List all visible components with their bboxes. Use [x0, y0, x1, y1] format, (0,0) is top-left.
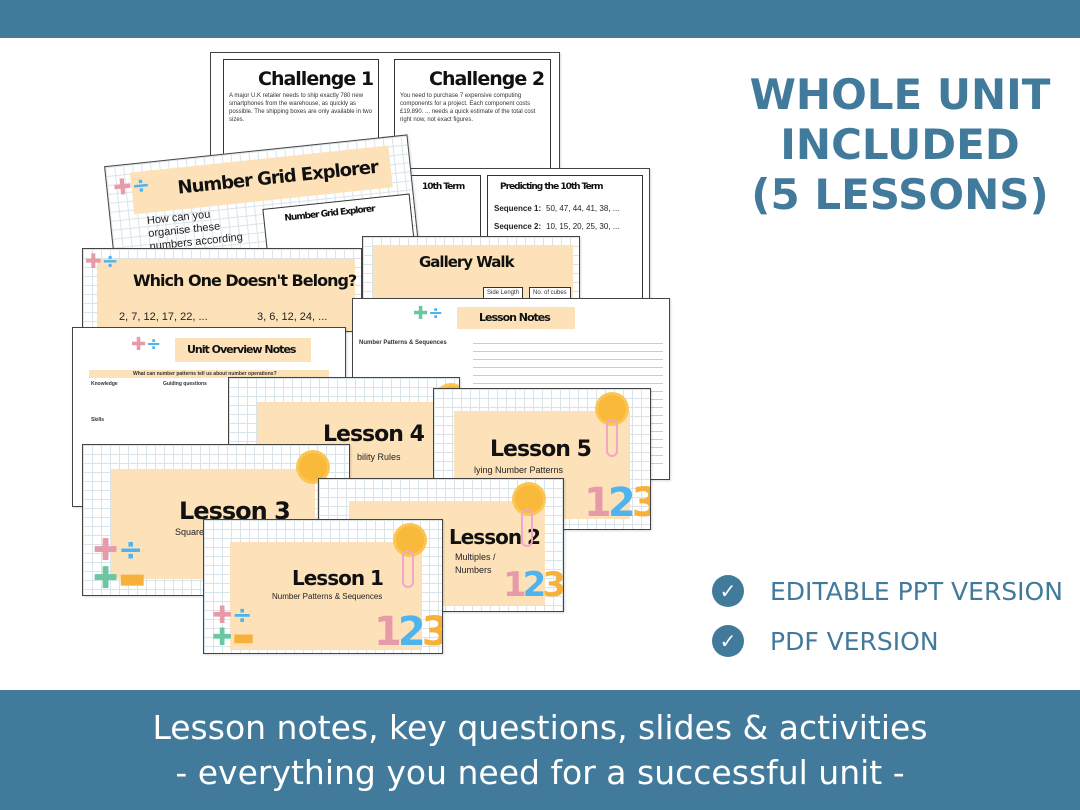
gallery-walk-title: Gallery Walk [419, 253, 515, 271]
digit-3: 3 [632, 480, 650, 526]
predicting-title: Predicting the 10th Term [500, 182, 604, 192]
top-bar [0, 0, 1080, 38]
feature-editable-ppt: ✓ EDITABLE PPT VERSION [712, 575, 1063, 607]
seq1-values: 50, 47, 44, 41, 38, ... [546, 204, 620, 213]
challenge-1-text: A major U.K retailer needs to ship exact… [229, 93, 372, 123]
lesson-4-subtitle: bility Rules [357, 452, 401, 462]
check-circle-icon: ✓ [712, 625, 744, 657]
lesson-3-subtitle: Square & [175, 527, 213, 537]
lesson-1-subtitle: Number Patterns & Sequences [272, 592, 383, 601]
lesson-5-subtitle: lying Number Patterns [474, 465, 564, 475]
predicting-left-title: 10th Term [422, 182, 465, 192]
unit-overview-guiding: Guiding questions [163, 381, 207, 387]
headline: WHOLE UNIT INCLUDED (5 LESSONS) [740, 70, 1060, 220]
unit-overview-question: What can number patterns tell us about n… [133, 371, 277, 377]
banner-line-2: - everything you need for a successful u… [175, 753, 905, 792]
banner-line-1: Lesson notes, key questions, slides & ac… [152, 708, 928, 747]
gallery-walk-slide: Gallery Walk Side Length No. of cubes [362, 236, 580, 300]
lesson-notes-title: Lesson Notes [479, 311, 551, 324]
challenge-1-title: Challenge 1 [258, 68, 374, 90]
headline-line-3: (5 LESSONS) [751, 170, 1049, 219]
unit-overview-skills: Skills [91, 417, 105, 423]
seq2-label: Sequence 2: [494, 222, 542, 231]
lesson-1-slide: Lesson 1 Number Patterns & Sequences 123… [203, 519, 443, 654]
digit-1: 1 [584, 480, 612, 526]
seq1-label: Sequence 1: [494, 204, 542, 213]
bottom-banner: Lesson notes, key questions, slides & ac… [0, 690, 1080, 810]
check-circle-icon: ✓ [712, 575, 744, 607]
challenge-2-text: You need to purchase 7 expensive computi… [400, 93, 536, 123]
grid-explorer-inner-title: Number Grid Explorer [283, 204, 376, 224]
seq2-values: 10, 15, 20, 25, 30, ... [546, 222, 620, 231]
challenge-2-title: Challenge 2 [429, 68, 545, 90]
feature-label: EDITABLE PPT VERSION [770, 576, 1063, 606]
digit-2: 2 [607, 480, 636, 526]
lesson-2-subtitle: Multiples / Numbers [455, 552, 496, 575]
unit-overview-knowledge: Knowledge [91, 381, 118, 387]
lesson-4-title: Lesson 4 [323, 422, 425, 447]
lesson-notes-heading: Number Patterns & Sequences [359, 340, 447, 346]
feature-pdf: ✓ PDF VERSION [712, 625, 939, 657]
headline-line-1: WHOLE UNIT [749, 70, 1051, 119]
unit-overview-title: Unit Overview Notes [187, 343, 296, 356]
feature-label: PDF VERSION [770, 626, 939, 656]
odd-one-right-sequence: 3, 6, 12, 24, ... [257, 311, 328, 323]
lesson-1-title: Lesson 1 [292, 566, 384, 590]
which-one-doesnt-belong-slide: ✚÷ Which One Doesn't Belong? 2, 7, 12, 1… [82, 248, 362, 332]
odd-one-title: Which One Doesn't Belong? [133, 271, 357, 290]
lesson-5-title: Lesson 5 [490, 437, 592, 462]
headline-line-2: INCLUDED [780, 120, 1020, 169]
odd-one-left-sequence: 2, 7, 12, 17, 22, ... [119, 311, 208, 323]
